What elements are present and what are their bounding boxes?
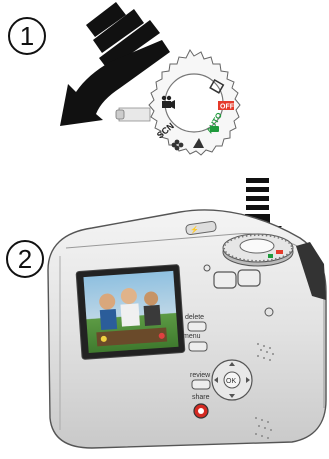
dial-label-off: OFF: [220, 104, 235, 111]
label-ok: OK: [226, 378, 236, 385]
lcd-screen: [76, 264, 185, 359]
label-share: share: [192, 394, 210, 401]
camera: ⚡: [48, 210, 326, 448]
label-delete: delete: [185, 314, 204, 321]
camera-auto-icon: [210, 126, 219, 132]
joystick-ok: OK: [212, 360, 252, 400]
label-menu: menu: [183, 333, 201, 340]
label-review: review: [190, 372, 211, 379]
off-badge: OFF: [218, 101, 235, 111]
svg-text:⚡: ⚡: [190, 225, 199, 234]
mode-dial-top: [223, 234, 293, 266]
review-button: review: [190, 372, 211, 389]
